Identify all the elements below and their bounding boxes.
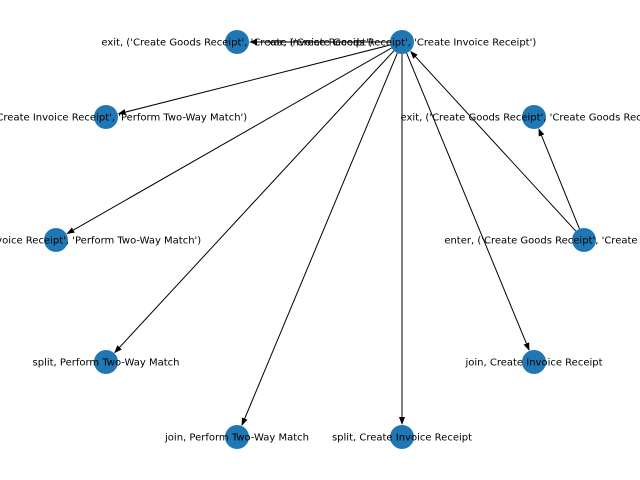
edge-enter_cgr-to-xor (410, 50, 577, 232)
node-split_cir (390, 425, 414, 449)
node-label-xor: xor, ('Create Goods Receipt', 'Create In… (268, 38, 537, 49)
edge-xor-to-join_ptm (241, 52, 398, 426)
node-enter_cir (44, 228, 68, 252)
node-label-enter_cir: enter, ('Create Invoice Receipt', 'Perfo… (0, 236, 201, 247)
node-label-exit_cgr: exit, ('Create Goods Receipt', 'Create I… (101, 38, 372, 49)
node-label-exit_cir: exit, ('Create Invoice Receipt', 'Perfor… (0, 113, 247, 124)
node-join_cir (522, 350, 546, 374)
node-split_ptm (94, 350, 118, 374)
node-join_ptm (225, 425, 249, 449)
edge-xor-to-split_ptm (114, 50, 395, 354)
node-exit_cgr (225, 30, 249, 54)
nodes-layer (44, 30, 596, 449)
node-exit_cir (94, 105, 118, 129)
node-enter_cgr (572, 228, 596, 252)
edge-xor-to-join_cir (406, 52, 530, 351)
edge-xor-to-enter_cir (66, 47, 392, 235)
node-label-split_ptm: split, Perform Two-Way Match (33, 358, 180, 369)
edges-layer (66, 39, 580, 426)
edge-enter_cgr-to-exit_cgr2 (538, 128, 580, 230)
node-label-join_ptm: join, Perform Two-Way Match (164, 433, 309, 444)
node-xor (390, 30, 414, 54)
node-label-split_cir: split, Create Invoice Receipt (332, 433, 472, 444)
labels-layer: xor, ('Create Goods Receipt', 'Create In… (0, 38, 640, 444)
node-label-exit_cgr2: exit, ('Create Goods Receipt', 'Create G… (400, 113, 640, 124)
node-label-join_cir: join, Create Invoice Receipt (464, 358, 602, 369)
node-exit_cgr2 (522, 105, 546, 129)
edge-xor-to-exit_cir (117, 44, 391, 115)
node-label-enter_cgr: enter, ('Create Goods Receipt', 'Create … (444, 236, 640, 247)
